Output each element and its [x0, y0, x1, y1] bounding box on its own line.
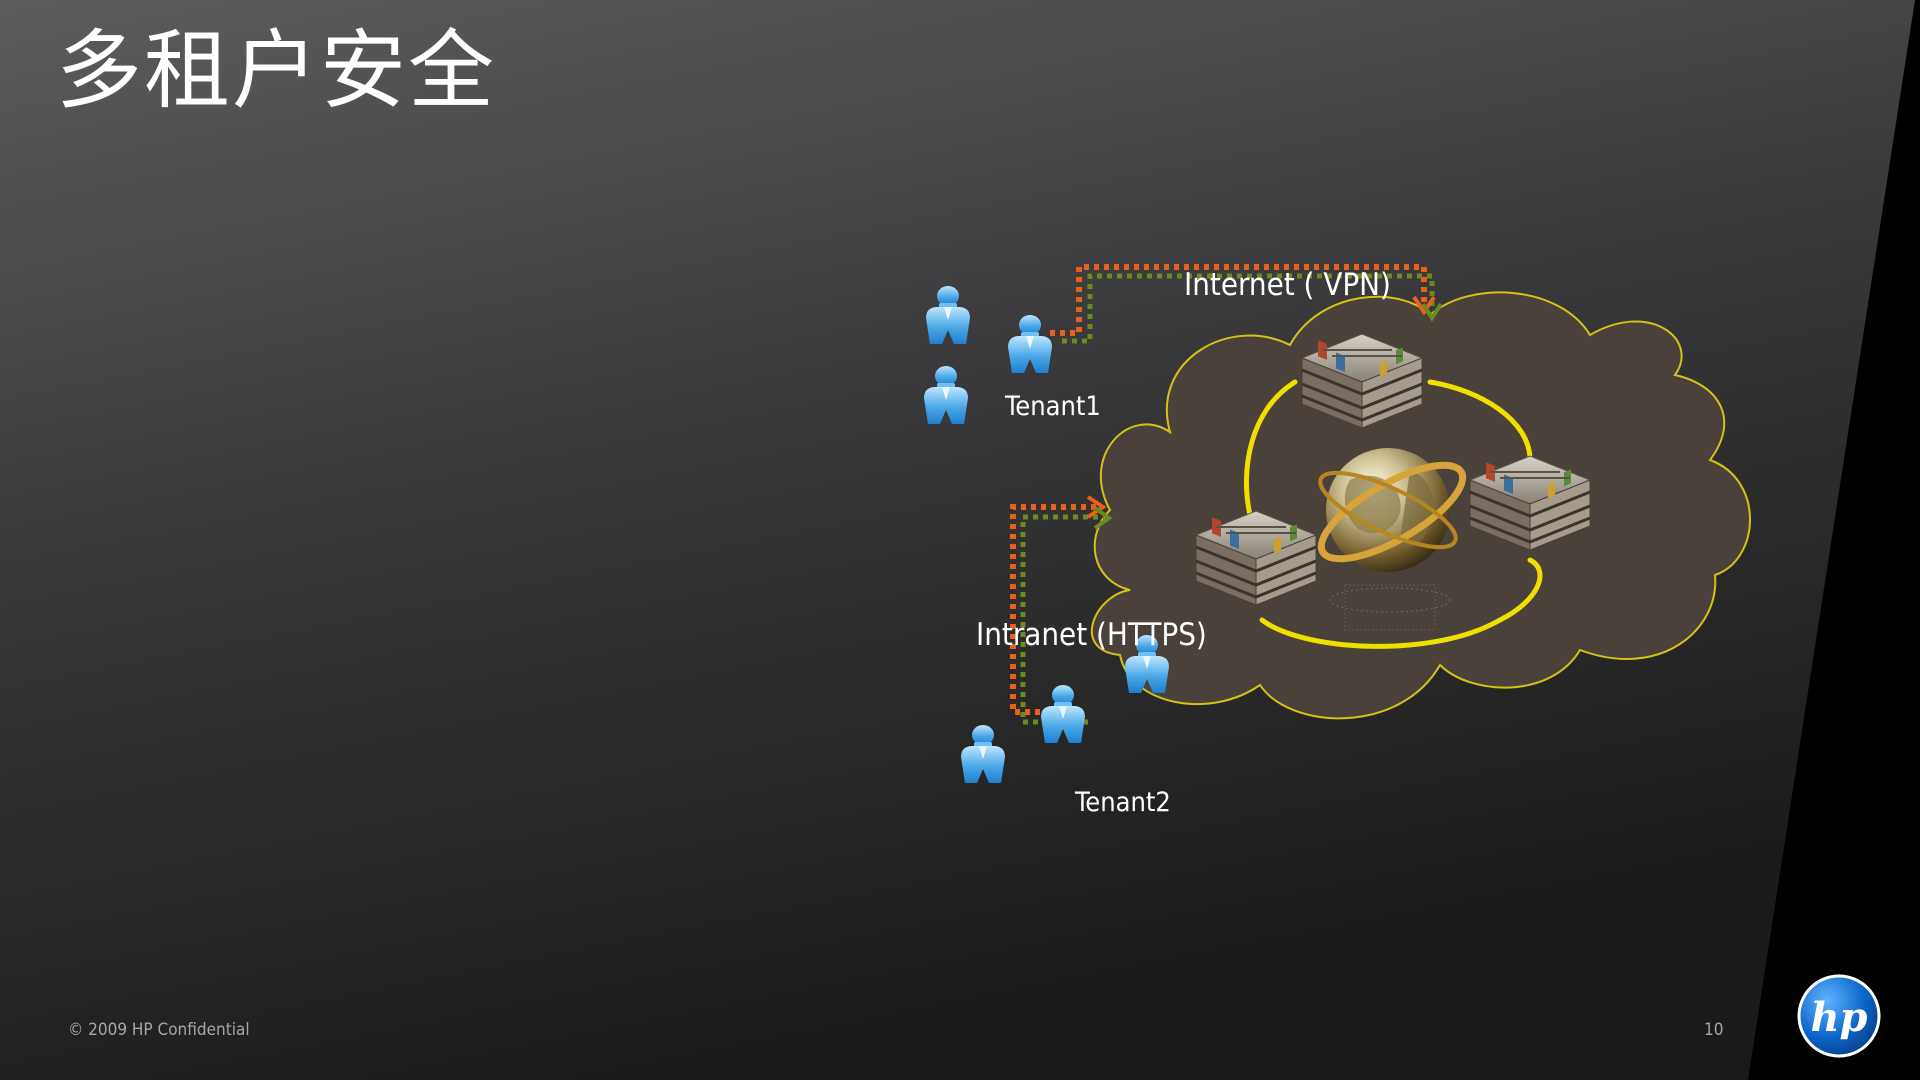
tenant1-user-icon	[1008, 315, 1052, 373]
logo-text: hp	[1810, 994, 1867, 1041]
tenant1-label: Tenant1	[1005, 391, 1101, 422]
copyright-text: © 2009 HP Confidential	[68, 1020, 250, 1040]
slide-title: 多租户安全	[56, 21, 496, 121]
page-number: 10	[1704, 1020, 1724, 1040]
tenant2-label: Tenant2	[1075, 787, 1171, 818]
intranet-https-label: Intranet (HTTPS)	[976, 617, 1207, 653]
globe-icon	[1317, 448, 1467, 631]
tenant1-user-icon	[926, 286, 970, 344]
vpn-path	[1050, 264, 1443, 344]
cluster-loop	[1243, 379, 1543, 649]
tenant2-user-icon	[1041, 685, 1085, 743]
tenant2-user-icon	[961, 725, 1005, 783]
internet-vpn-label: Internet ( VPN)	[1184, 267, 1391, 303]
tenant1-user-icon	[924, 366, 968, 424]
hp-logo-icon: hp	[1797, 974, 1881, 1058]
